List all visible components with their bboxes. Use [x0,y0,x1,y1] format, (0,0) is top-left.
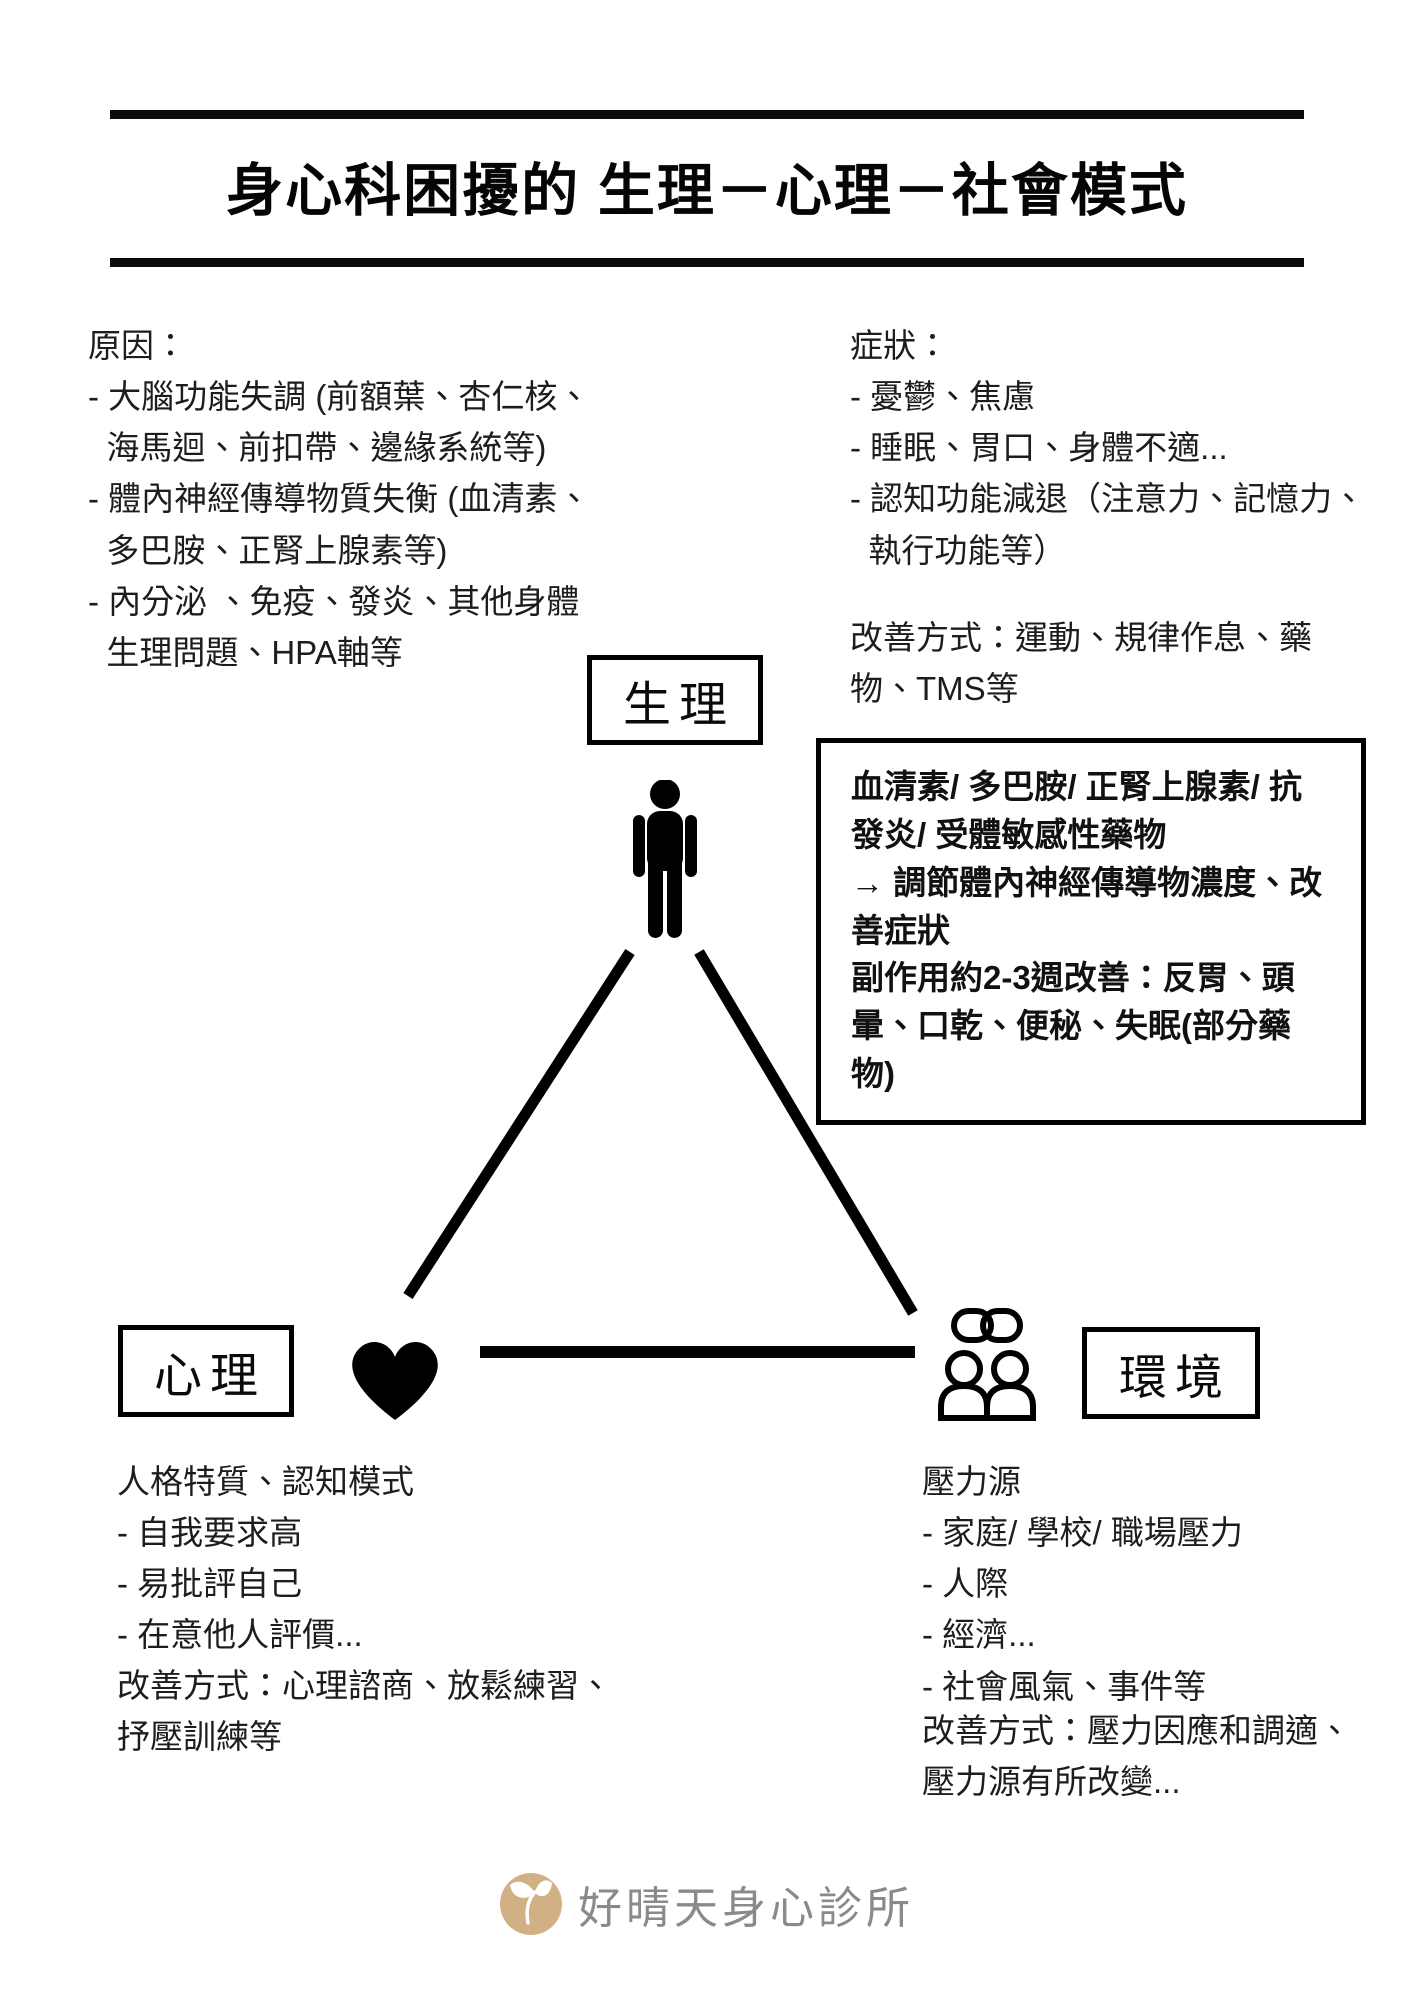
clinic-name-text: 好晴天身心診所 [578,1884,914,1933]
page-title: 身心科困擾的 生理－心理－社會模式 [226,159,1188,223]
symptoms-improvement-text: 改善方式：運動、規律作息、藥 物、TMS等 [850,619,1312,708]
person-icon [633,780,697,938]
people-link-icon [938,1308,1036,1421]
environment-improvement-text: 改善方式：壓力因應和調適、 壓力源有所改變... [922,1712,1351,1801]
triangle-left-edge [403,949,635,1299]
sprout-icon [500,1873,562,1935]
causes-text: 原因： - 大腦功能失調 (前額葉、杏仁核、 海馬迴、前扣帶、邊緣系統等) - … [88,327,591,671]
header-rule-top [110,110,1304,119]
node-label-biological: 生理 [622,679,735,732]
node-box-biological: 生理 [587,655,763,745]
psychology-improvement-text: 改善方式：心理諮商、放鬆練習、 抒壓訓練等 [117,1667,612,1756]
heart-icon [352,1342,438,1420]
node-label-psychological: 心理 [153,1350,266,1403]
clinic-logo: 好晴天身心診所 [0,1872,1414,1936]
node-box-psychological: 心理 [118,1325,294,1417]
symptoms-text: 症狀： - 憂鬱、焦慮 - 睡眠、胃口、身體不適... - 認知功能減退（注意力… [850,327,1366,569]
header-rule-bottom [110,258,1304,267]
node-label-environment: 環境 [1118,1352,1231,1405]
environment-notes-text: 壓力源 - 家庭/ 學校/ 職場壓力 - 人際 - 經濟... - 社會風氣、事… [922,1463,1243,1705]
node-box-environment: 環境 [1082,1327,1260,1419]
medication-note-box: 血清素/ 多巴胺/ 正腎上腺素/ 抗發炎/ 受體敏感性藥物 → 調節體內神經傳導… [816,738,1366,1125]
psychology-notes-text: 人格特質、認知模式 - 自我要求高 - 易批評自己 - 在意他人評價... [117,1463,414,1654]
